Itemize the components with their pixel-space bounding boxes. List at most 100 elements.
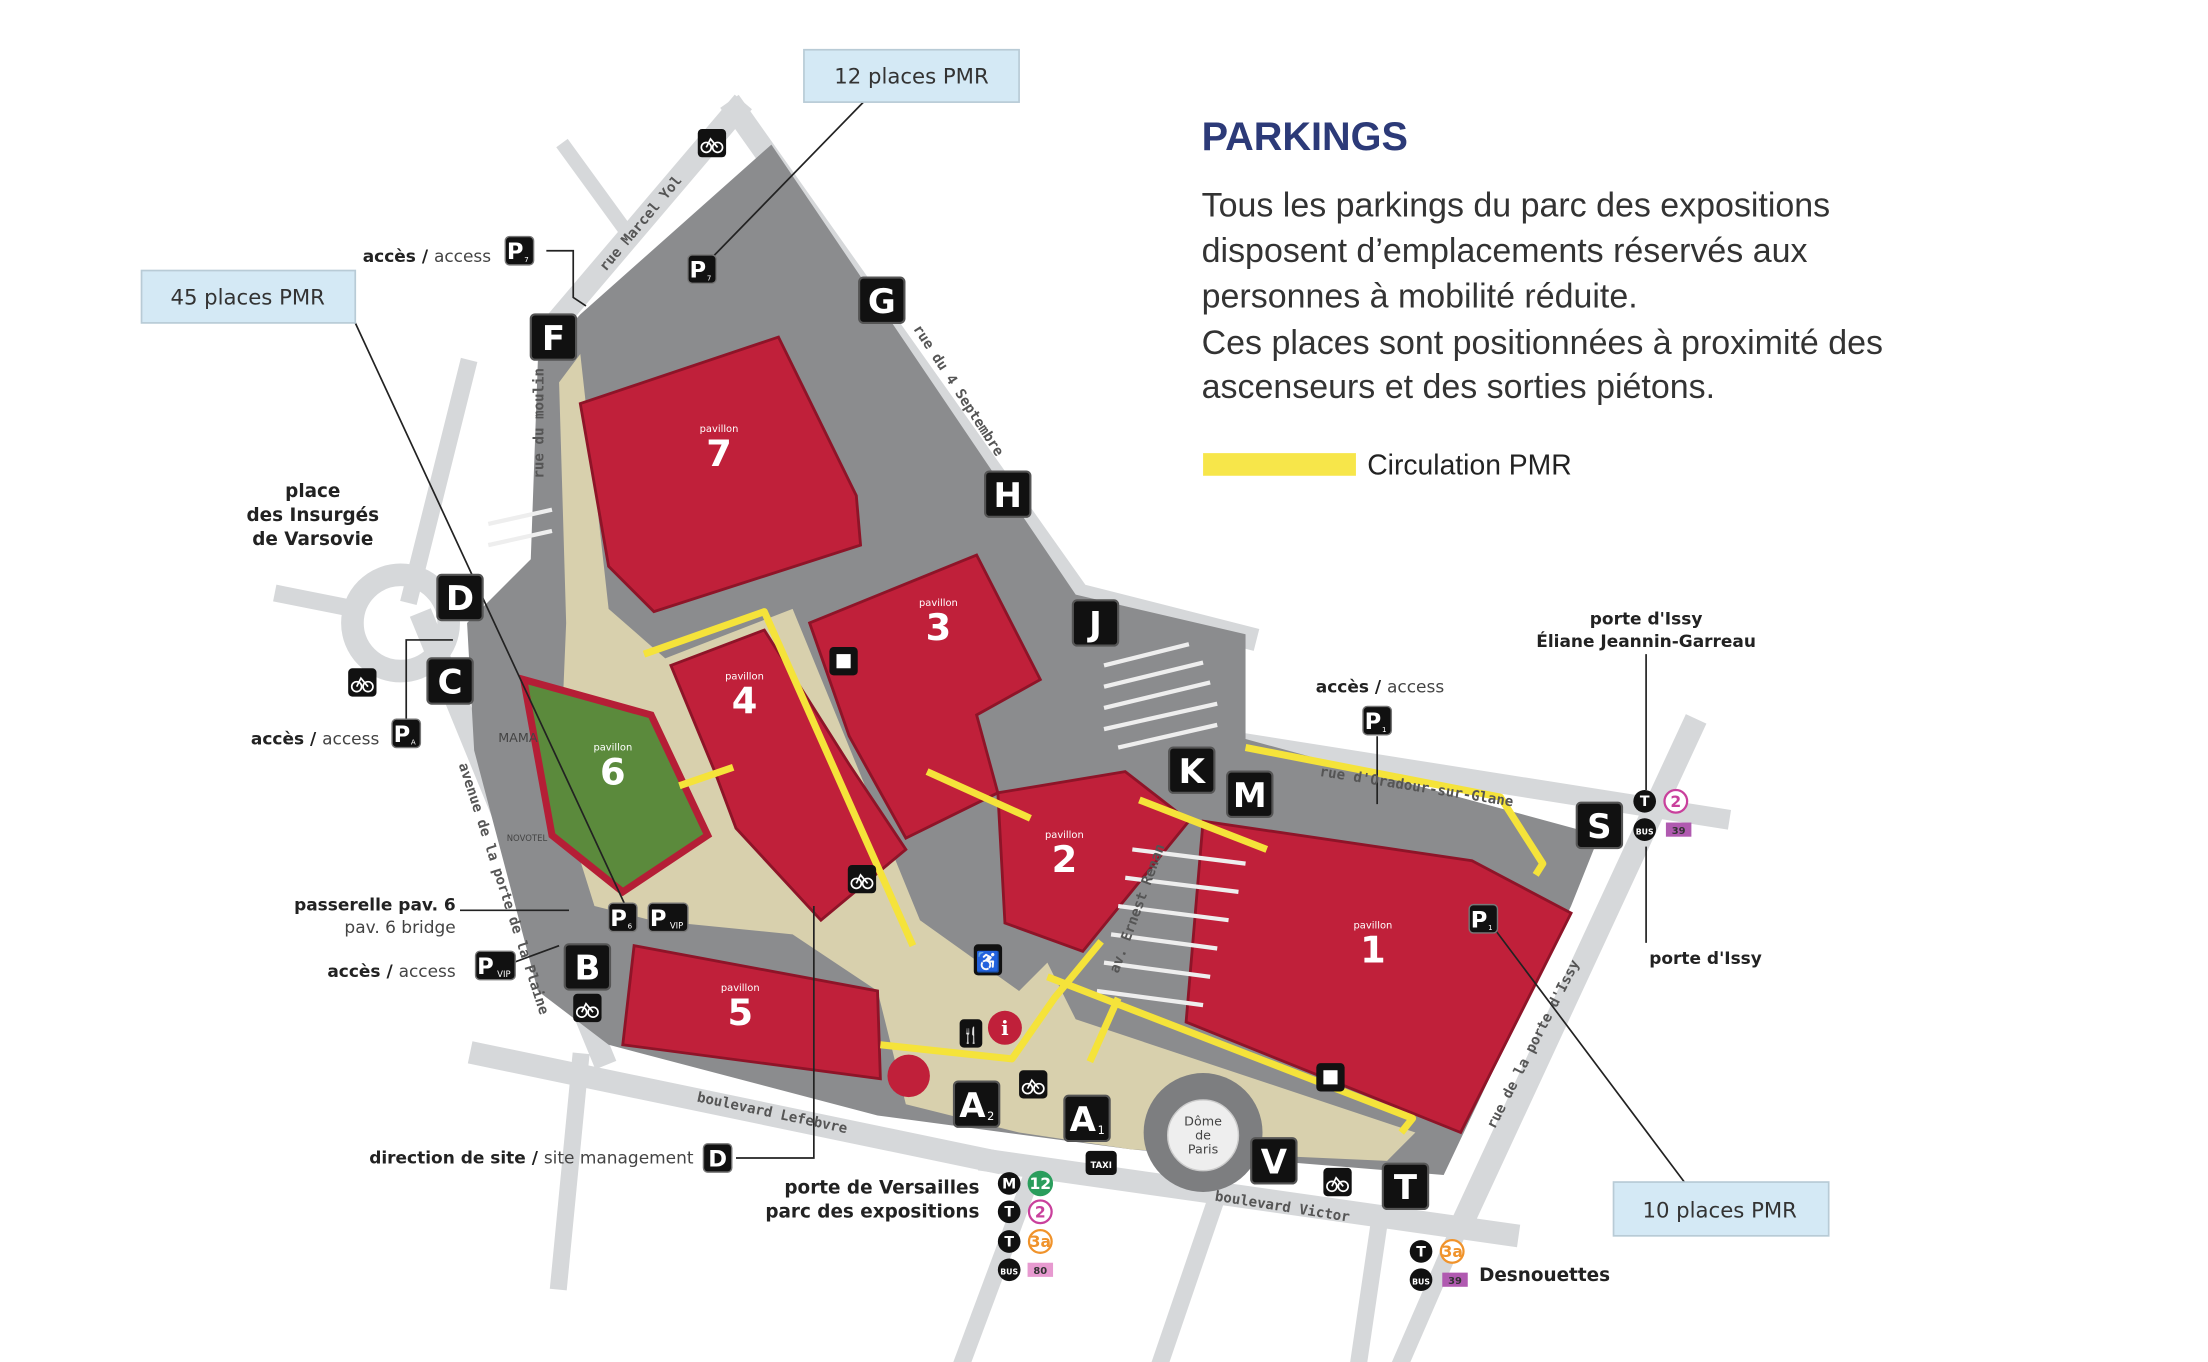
pavilion-number-7: 7 <box>706 432 732 475</box>
parking-subscript: VIP <box>497 970 510 980</box>
porte-issy-egj-label-1: porte d'Issy <box>1590 609 1703 629</box>
gate-letter: K <box>1179 752 1207 792</box>
parkings-info-panel: PARKINGS Tous les parkings du parc des e… <box>1202 115 1883 480</box>
metro-icon-text: M <box>1002 1176 1016 1192</box>
pavilion-number-1: 1 <box>1360 929 1386 972</box>
panel-line-1: Tous les parkings du parc des exposition… <box>1202 187 1830 225</box>
bus-icon: BUS <box>1633 818 1656 841</box>
parking-subscript: 1 <box>1488 923 1492 932</box>
place-label-2: des Insurgés <box>246 505 379 526</box>
svg-text:🍴: 🍴 <box>961 1026 980 1045</box>
panel-line-4: Ces places sont positionnées à proximité… <box>1202 324 1883 362</box>
bus-icon: BUS <box>1409 1268 1433 1292</box>
gate-J[interactable]: J <box>1071 599 1120 647</box>
taxi-stand[interactable]: TAXI <box>1085 1150 1117 1175</box>
parking-letter: D <box>708 1146 727 1172</box>
tram-line-2: 2 <box>1663 788 1689 814</box>
pavilion-7-building[interactable] <box>578 335 863 614</box>
pavilion-caption: pavillon <box>1354 921 1393 932</box>
parking-marker-D[interactable]: D <box>702 1143 733 1173</box>
gate-letter: A <box>959 1086 986 1126</box>
pavilions <box>519 335 1573 1135</box>
tram-line-3a: 3a <box>1027 1229 1053 1254</box>
gate-K[interactable]: K <box>1168 746 1216 794</box>
bus-icon: BUS <box>997 1258 1021 1282</box>
bike-icon <box>697 129 727 158</box>
bus-line-80-text: 80 <box>1033 1266 1047 1277</box>
gate-M[interactable]: M <box>1226 770 1274 818</box>
metro-line-12: 12 <box>1027 1170 1054 1197</box>
gate-F[interactable]: F <box>529 313 578 361</box>
parc-expositions-label: parc des expositions <box>765 1201 979 1222</box>
access-pvip-label: accès / access <box>327 962 456 982</box>
pavilion-number-2: 2 <box>1052 838 1078 881</box>
bus-icon-text: BUS <box>1412 1278 1430 1287</box>
bike-icon <box>1323 1167 1352 1197</box>
callout-10-pmr: 10 places PMR <box>1492 926 1830 1237</box>
dome-label-3: Paris <box>1188 1143 1218 1158</box>
parking-letter: P <box>610 906 627 932</box>
parking-letter: P <box>394 722 411 748</box>
pavilion-6-building[interactable] <box>519 674 713 897</box>
gate-letter: M <box>1233 776 1267 816</box>
tram-icon-text: T <box>1640 794 1650 810</box>
gate-letter: J <box>1087 605 1102 645</box>
gate-D[interactable]: D <box>436 573 484 622</box>
pavilion-3-building[interactable] <box>807 553 1043 840</box>
gate-letter: V <box>1261 1143 1288 1183</box>
gate-G[interactable]: G <box>858 276 906 324</box>
pavilion-caption: pavillon <box>593 742 632 753</box>
access-p1-label: accès / access <box>1316 677 1445 697</box>
panel-line-2: disposent d’emplacements réservés aux <box>1202 232 1808 270</box>
bus-line-39-text: 39 <box>1448 1276 1462 1287</box>
gate-H[interactable]: H <box>984 470 1032 518</box>
dome-de-paris[interactable]: Dôme de Paris <box>1166 1099 1240 1172</box>
gate-letter: S <box>1587 807 1611 847</box>
parking-subscript: 7 <box>707 273 712 282</box>
novotel-label: NOVOTEL <box>507 834 548 844</box>
parking-letter: P <box>1365 709 1382 735</box>
pavilion-5-building[interactable] <box>621 944 882 1081</box>
pavilion-number-4: 4 <box>732 680 758 723</box>
street-rue-du-moulin: rue du moulin <box>532 368 548 479</box>
metro-icon: M <box>997 1172 1021 1195</box>
legend-pmr-label: Circulation PMR <box>1367 448 1571 480</box>
pavilion-1-building[interactable] <box>1184 819 1573 1135</box>
info-point[interactable]: i <box>987 1010 1022 1045</box>
tram-line-2: 2 <box>1027 1199 1053 1225</box>
tram-line-3a-text: 3a <box>1442 1243 1463 1261</box>
panel-title: PARKINGS <box>1202 115 1408 159</box>
restaurant-icon: 🍴 <box>959 1019 983 1048</box>
bike-icon <box>348 668 377 697</box>
bus-icon-text: BUS <box>1636 828 1654 837</box>
gate-C[interactable]: C <box>426 657 474 705</box>
parking-subscript: VIP <box>670 922 683 932</box>
porte-issy-egj-label-2: Éliane Jeannin-Garreau <box>1536 630 1756 652</box>
bus-icon-text: BUS <box>1000 1268 1018 1277</box>
gate-T[interactable]: T <box>1381 1162 1430 1210</box>
gate-B[interactable]: B <box>563 943 612 991</box>
gate-letter: A <box>1070 1100 1097 1140</box>
parking-letter: P <box>650 906 667 932</box>
pavilion-number-5: 5 <box>727 991 753 1034</box>
parking-letter: P <box>1471 907 1488 933</box>
locker-icon <box>829 647 858 676</box>
gate-V[interactable]: V <box>1250 1137 1298 1185</box>
pavilion-2-building[interactable] <box>996 770 1191 954</box>
gate-letter: H <box>994 476 1022 516</box>
gate-S[interactable]: S <box>1575 801 1624 850</box>
dome-label-1: Dôme <box>1184 1114 1222 1129</box>
